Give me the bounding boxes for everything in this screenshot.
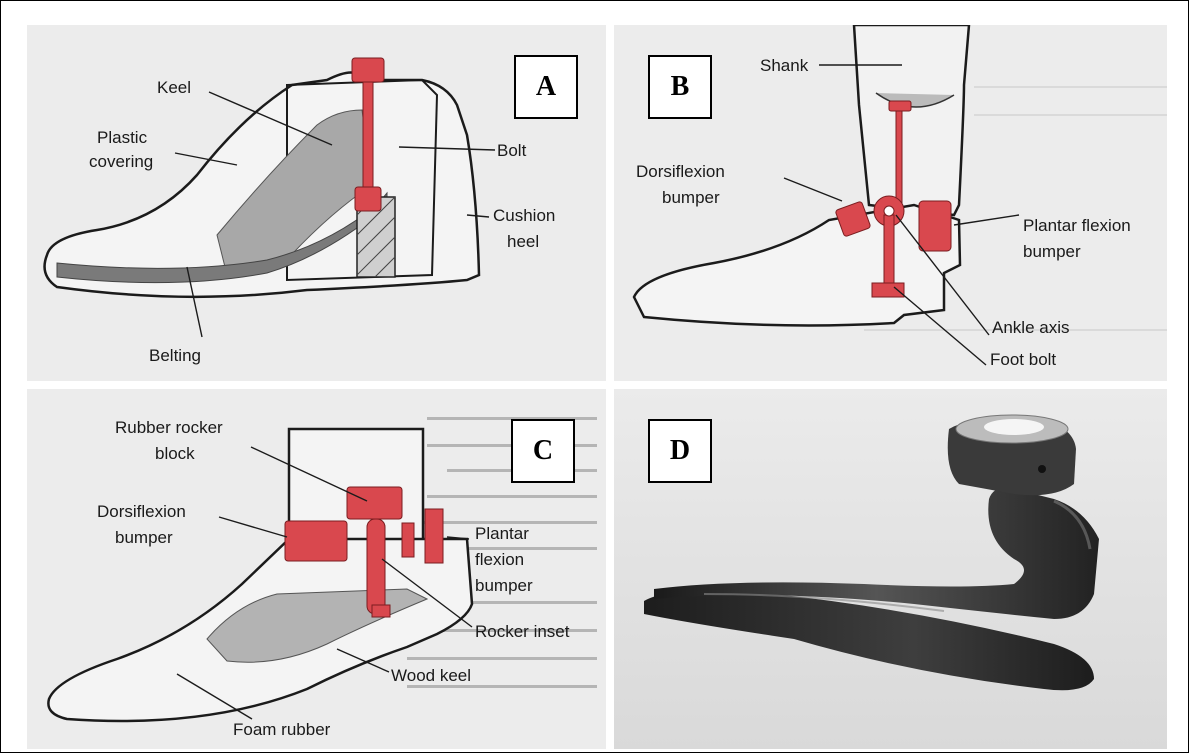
label-plantar-2: bumper xyxy=(1023,242,1081,261)
label-keel: Keel xyxy=(157,78,191,97)
rocker-block xyxy=(347,487,402,519)
panel-c-rocker-foot: Rubber rocker block Dorsiflexion bumper … xyxy=(27,389,606,749)
shank xyxy=(854,25,969,215)
label-plantar-1: Plantar xyxy=(475,524,529,543)
label-rocker-block-2: block xyxy=(155,444,195,463)
panel-c-letter: C xyxy=(511,419,575,483)
panel-b-single-axis-foot: Shank Dorsiflexion bumper Plantar flexio… xyxy=(614,25,1167,381)
label-foot-bolt: Foot bolt xyxy=(990,350,1056,369)
label-foam-rubber: Foam rubber xyxy=(233,720,331,739)
label-plantar-3: bumper xyxy=(475,576,533,595)
panel-d-letter: D xyxy=(648,419,712,483)
dorsiflexion-bumper xyxy=(285,521,347,561)
plantar-bumper xyxy=(425,509,443,563)
foot xyxy=(634,205,960,325)
label-ankle-axis: Ankle axis xyxy=(992,318,1069,337)
panel-a-sach-foot: Keel Plastic covering Bolt Cushion heel … xyxy=(27,25,606,381)
label-dorsiflexion-1: Dorsiflexion xyxy=(636,162,725,181)
panel-b-letter: B xyxy=(648,55,712,119)
label-cushion-1: Cushion xyxy=(493,206,555,225)
label-dorsiflexion-2: bumper xyxy=(115,528,173,547)
label-bolt: Bolt xyxy=(497,141,527,160)
label-plantar-2: flexion xyxy=(475,550,524,569)
label-plantar-1: Plantar flexion xyxy=(1023,216,1131,235)
rocker-inset xyxy=(367,519,385,614)
panel-d-carbon-flex-foot: D xyxy=(614,389,1167,749)
label-shank: Shank xyxy=(760,56,809,75)
label-belting: Belting xyxy=(149,346,201,365)
label-dorsiflexion-2: bumper xyxy=(662,188,720,207)
label-plastic-1: Plastic xyxy=(97,128,148,147)
label-rocker-inset: Rocker inset xyxy=(475,622,570,641)
label-plastic-2: covering xyxy=(89,152,153,171)
label-dorsiflexion-1: Dorsiflexion xyxy=(97,502,186,521)
panel-a-letter: A xyxy=(514,55,578,119)
label-rocker-block-1: Rubber rocker xyxy=(115,418,223,437)
adapter-screw xyxy=(1038,465,1046,473)
label-cushion-2: heel xyxy=(507,232,539,251)
label-wood-keel: Wood keel xyxy=(391,666,471,685)
